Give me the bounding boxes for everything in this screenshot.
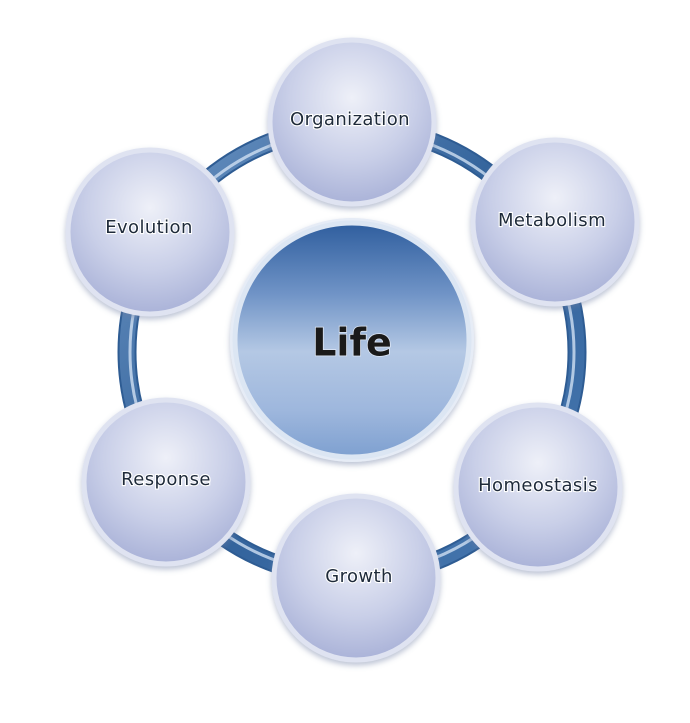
node-label-response: Response bbox=[121, 469, 211, 490]
node-growth: Growth bbox=[271, 493, 441, 663]
node-label-metabolism: Metabolism bbox=[498, 210, 606, 231]
node-label-organization: Organization bbox=[290, 109, 410, 130]
node-label-homeostasis: Homeostasis bbox=[478, 475, 598, 496]
center-label: Life bbox=[312, 321, 392, 365]
node-organization: Organization bbox=[267, 37, 437, 207]
node-metabolism: Metabolism bbox=[470, 137, 640, 307]
node-label-growth: Growth bbox=[325, 566, 393, 587]
node-label-evolution: Evolution bbox=[105, 217, 193, 238]
center-circle: Life bbox=[230, 218, 474, 462]
node-response: Response bbox=[81, 397, 251, 567]
node-homeostasis: Homeostasis bbox=[453, 402, 623, 572]
node-evolution: Evolution bbox=[65, 147, 235, 317]
